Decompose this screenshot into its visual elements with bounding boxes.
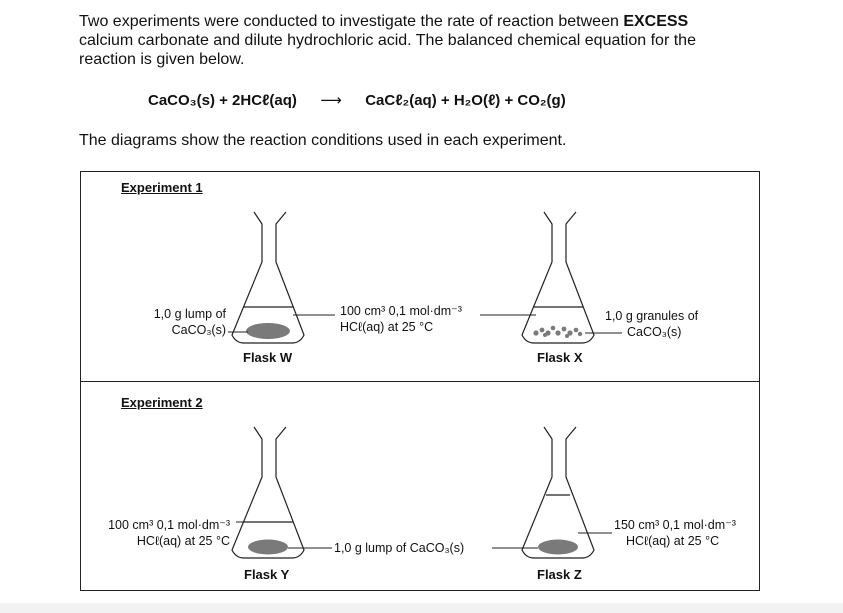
intro-bold-excess: EXCESS: [623, 13, 689, 30]
flask-x-solid-label-line1: 1,0 g granules of: [605, 309, 699, 323]
intro-text-2: calcium carbonate and dilute hydrochlori…: [79, 32, 696, 68]
flask-w-solid-label: 1,0 g lump of CaCO₃(s): [118, 306, 226, 338]
equation-products: CaCℓ₂(aq) + H₂O(ℓ) + CO₂(g): [365, 92, 566, 109]
equation-reactants: CaCO₃(s) + 2HCℓ(aq): [148, 92, 297, 109]
flask-x-solid-label: 1,0 g granules of CaCO₃(s): [605, 308, 698, 340]
intro-text-1: Two experiments were conducted to invest…: [79, 13, 624, 30]
flask-y-acid-label-line1: 100 cm³ 0,1 mol·dm⁻³: [108, 518, 230, 532]
flask-w-solid-label-line1: 1,0 g lump of: [153, 307, 226, 321]
flask-w-name: Flask W: [243, 350, 293, 365]
flask-z-acid-label-line1: 150 cm³ 0,1 mol·dm⁻³: [614, 518, 736, 532]
bottom-bar: [0, 603, 843, 613]
flask-y-acid-label-line2: HCℓ(aq) at 25 °C: [136, 534, 230, 548]
experiments-divider: [80, 381, 760, 382]
exp2-solid-label: 1,0 g lump of CaCO₃(s): [334, 541, 465, 555]
experiment-2-title: Experiment 2: [121, 395, 203, 410]
balanced-equation: CaCO₃(s) + 2HCℓ(aq) ⟶ CaCℓ₂(aq) + H₂O(ℓ)…: [148, 91, 566, 109]
flask-z-acid-label-line2: HCℓ(aq) at 25 °C: [626, 534, 720, 548]
experiment-1-title: Experiment 1: [121, 180, 203, 195]
exp1-acid-label: 100 cm³ 0,1 mol·dm⁻³ HCℓ(aq) at 25 °C: [340, 303, 462, 335]
diagram-caption: The diagrams show the reaction condition…: [79, 132, 567, 149]
flask-x-solid-label-line2: CaCO₃(s): [627, 325, 682, 339]
flask-x-name: Flask X: [537, 350, 583, 365]
equation-arrow: ⟶: [320, 92, 342, 109]
flask-y-acid-label: 100 cm³ 0,1 mol·dm⁻³ HCℓ(aq) at 25 °C: [88, 517, 230, 549]
exp1-acid-label-line1: 100 cm³ 0,1 mol·dm⁻³: [340, 304, 462, 318]
intro-paragraph: Two experiments were conducted to invest…: [79, 12, 729, 69]
flask-z-name: Flask Z: [537, 567, 582, 582]
flask-y-name: Flask Y: [244, 567, 290, 582]
exp1-acid-label-line2: HCℓ(aq) at 25 °C: [340, 320, 434, 334]
flask-w-solid-label-line2: CaCO₃(s): [171, 323, 226, 337]
flask-z-acid-label: 150 cm³ 0,1 mol·dm⁻³ HCℓ(aq) at 25 °C: [614, 517, 736, 549]
